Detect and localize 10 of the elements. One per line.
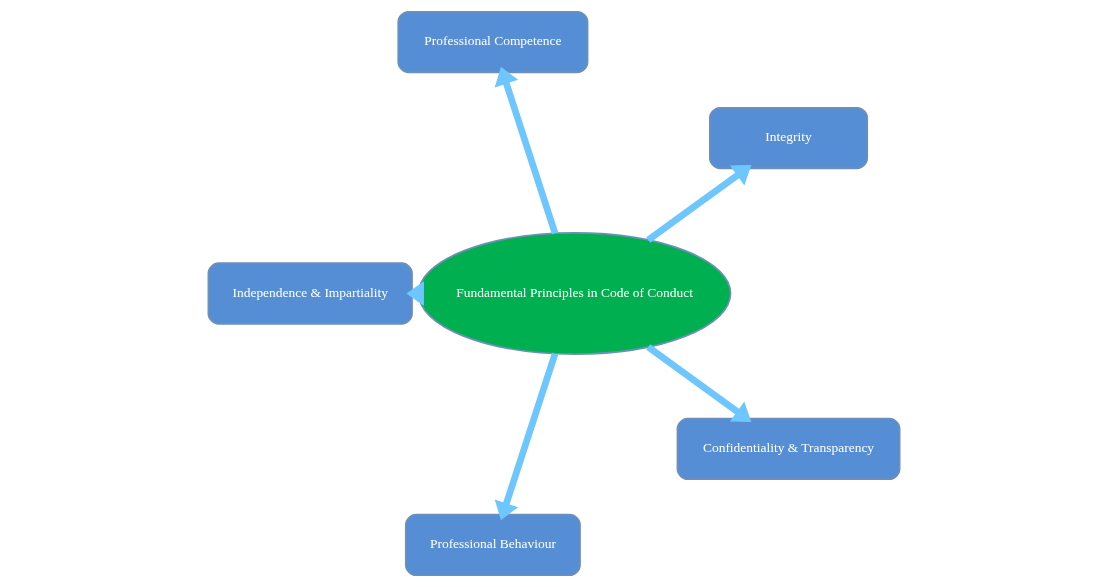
arrow: [405, 281, 424, 306]
arrow: [494, 66, 558, 235]
arrow: [494, 352, 558, 521]
arrow: [645, 165, 751, 243]
node-box: Integrity: [708, 106, 868, 170]
node-box: Independence & Impartiality: [207, 262, 413, 325]
arrow: [645, 344, 751, 422]
node-box: Professional Competence: [396, 10, 588, 74]
node-box: Professional Behaviour: [404, 513, 581, 577]
node-box: Confidentiality & Transparency: [676, 417, 900, 481]
